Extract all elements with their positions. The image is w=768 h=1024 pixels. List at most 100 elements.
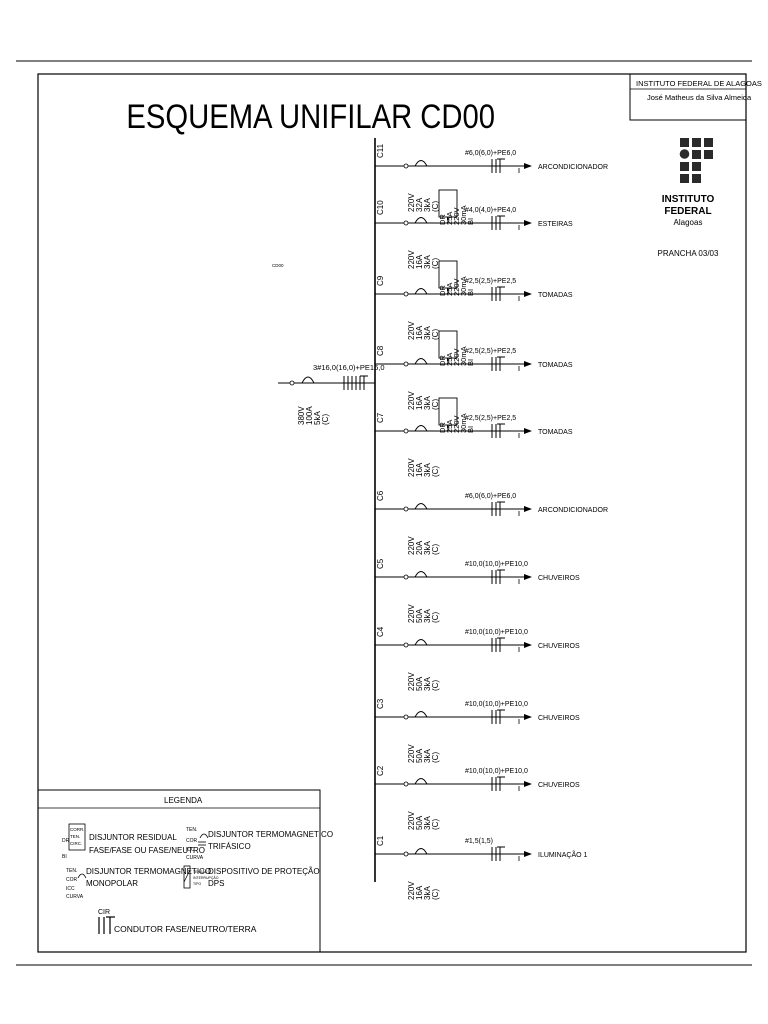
dr-label-line: BI [466,426,475,433]
main-breaker-icon [301,376,315,384]
author-name: José Matheus da Silva Almeida [647,93,752,102]
dr-label-line: 30mA [459,276,468,296]
breaker-label-line: (C) [431,752,440,763]
circuit-load-label: ILUMINAÇÃO 1 [538,850,588,859]
junction-dot [403,291,409,297]
legend-title: LEGENDA [164,796,203,805]
title-block: INSTITUTO FEDERAL DE ALAGOAS José Matheu… [629,73,762,258]
legend-cable-label: CONDUTOR FASE/NEUTRO/TERRA [114,924,257,934]
circuit-cable-label: #1,5(1,5) [465,838,493,845]
dr-label-line: 25A [445,212,454,225]
breaker-label-line: 50A [415,815,424,830]
breaker-label-line: 16A [415,462,424,477]
circuit-load-label: ARCONDICIONADOR [538,507,608,514]
breaker-label-line: 3kA [423,255,432,269]
svg-text:COR: COR [186,838,198,844]
dr-label-line: BI [466,289,475,296]
dr-label-line: DR [438,285,447,296]
panel-tag: CD00 [272,263,284,268]
circuit-id: C1 [376,835,385,846]
legend-dps-line-2: DPS [208,879,224,888]
load-arrow-icon [524,714,532,720]
legend-residual-line-1: DISJUNTOR RESIDUAL [89,833,177,842]
breaker-label-line: 16A [415,885,424,900]
if-logo-icon [679,138,713,183]
circuit-cable-label: #2,5(2,5)+PE2,5 [465,348,516,355]
dr-label-line: 25A [445,353,454,366]
load-arrow-icon [524,163,532,169]
breaker-icon [414,503,428,510]
junction-dot [403,506,409,512]
junction-dot [403,642,409,648]
circuit-cable-label: #10,0(10,0)+PE10,0 [465,701,528,708]
svg-text:CURVA: CURVA [186,855,204,861]
load-arrow-icon [524,220,532,226]
logo-line-2: FEDERAL [664,206,711,217]
svg-text:INTERRUPÇÃO: INTERRUPÇÃO [193,875,219,880]
breaker-label-line: 16A [415,254,424,269]
load-arrow-icon [524,642,532,648]
dr-label-line: BI [466,218,475,225]
svg-text:CIR: CIR [98,909,110,916]
legend-dps-icon: TENSÃO INTERRUPÇÃO TIPO [183,865,219,889]
circuit-cable-label: #10,0(10,0)+PE10,0 [465,768,528,775]
circuit-cable-label: #10,0(10,0)+PE10,0 [465,629,528,636]
circuit-load-label: CHUVEIROS [538,575,580,582]
circuit-load-label: ESTEIRAS [538,221,573,228]
breaker-label-line: 3kA [423,677,432,691]
breaker-icon [414,639,428,646]
circuit-id: C5 [376,558,385,569]
circuit-cable-label: #2,5(2,5)+PE2,5 [465,415,516,422]
breaker-label-line: (C) [431,399,440,410]
svg-text:TEN.: TEN. [186,827,197,833]
circuit-id: C2 [376,765,385,776]
breaker-icon [414,217,428,224]
breaker-icon [414,571,428,578]
breaker-label-line: 3kA [423,816,432,830]
breaker-label-line: 3kA [423,541,432,555]
load-arrow-icon [524,781,532,787]
dr-label-line: 220V [452,278,461,296]
breaker-label-line: (C) [431,329,440,340]
institution-name: INSTITUTO FEDERAL DE ALAGOAS [636,79,762,88]
junction-dot [403,851,409,857]
breaker-label-line: 16A [415,395,424,410]
breaker-label-line: 220V [407,458,416,477]
legend-tri-line-2: TRIFÁSICO [208,842,251,851]
dr-label-line: BI [466,359,475,366]
svg-text:BI: BI [62,854,67,860]
breaker-label-line: (C) [431,680,440,691]
svg-text:380V: 380V [297,406,306,425]
legend-residual-line-2: FASE/FASE OU FASE/NEUTRO [89,846,205,855]
breaker-label-line: (C) [431,819,440,830]
circuit-id: C6 [376,490,385,501]
breaker-label-line: (C) [431,258,440,269]
dr-label-line: 220V [452,348,461,366]
load-arrow-icon [524,361,532,367]
svg-text:CORR.: CORR. [70,827,85,832]
junction-dot [403,220,409,226]
junction-dot [403,163,409,169]
breaker-label-line: 3kA [423,198,432,212]
drawing-frame [37,73,747,953]
circuit-load-label: CHUVEIROS [538,643,580,650]
load-arrow-icon [524,574,532,580]
circuit-id: C11 [376,143,385,158]
breaker-label-line: 3kA [423,326,432,340]
breaker-label-line: 3kA [423,609,432,623]
legend-dps-line-1: DISPOSITIVO DE PROTEÇÃO [208,867,320,876]
